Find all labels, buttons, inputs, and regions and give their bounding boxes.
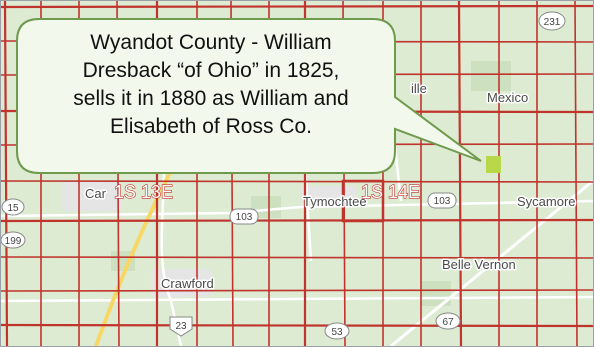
- grid-line-vertical: [457, 1, 463, 346]
- grid-line-horizontal: [1, 256, 593, 259]
- svg-text:53: 53: [331, 327, 343, 338]
- route-shield-103-right: 103: [427, 192, 457, 209]
- svg-text:67: 67: [442, 317, 454, 328]
- township-label-1s-13e: 1S 13E: [114, 182, 173, 202]
- svg-text:103: 103: [434, 196, 451, 207]
- callout-line-3: sells it in 1880 as William and: [73, 87, 349, 110]
- township-label-1s-14e: 1S 14E: [361, 182, 420, 202]
- svg-text:103: 103: [236, 212, 253, 223]
- grid-line-vertical: [3, 1, 9, 346]
- township-outline: [341, 179, 385, 223]
- svg-text:15: 15: [7, 203, 19, 214]
- route-shield-15: 15: [1, 198, 25, 216]
- svg-text:23: 23: [175, 321, 187, 332]
- callout-line-1: Wyandot County - William: [90, 31, 332, 54]
- route-shield-199: 199: [1, 231, 26, 249]
- grid-line-horizontal: [1, 4, 593, 9]
- grid-line-horizontal: [1, 180, 593, 183]
- grid-line-horizontal: [1, 323, 593, 328]
- grid-line-vertical: [574, 1, 578, 346]
- place-label-partial: ille: [411, 81, 427, 96]
- place-label-crawford: Crawford: [161, 276, 214, 291]
- route-shield-23: 23: [169, 316, 193, 337]
- route-shield-231: 231: [538, 11, 566, 31]
- place-label-sycamore: Sycamore: [517, 194, 576, 209]
- svg-text:199: 199: [5, 236, 22, 247]
- callout-bubble: [16, 18, 482, 174]
- grid-line-horizontal: [1, 218, 593, 223]
- svg-text:231: 231: [544, 17, 561, 28]
- diagonal-road: [390, 179, 593, 346]
- place-label-belle-vernon: Belle Vernon: [442, 257, 516, 272]
- callout-line-2: Dresback “of Ohio” in 1825,: [82, 59, 340, 82]
- callout-line-4: Elisabeth of Ross Co.: [110, 115, 312, 138]
- place-label-tymochtee: Tymochtee: [303, 194, 367, 209]
- route-shield-53: 53: [324, 322, 350, 340]
- place-label-carey: Car: [85, 186, 107, 201]
- highlighted-parcel: [486, 156, 501, 173]
- callout-text: Wyandot County - William Dresback “of Oh…: [31, 29, 391, 141]
- place-label-mexico: Mexico: [487, 90, 528, 105]
- grid-line-horizontal: [1, 289, 593, 292]
- route-shield-103-left: 103: [229, 208, 259, 225]
- route-shield-67: 67: [435, 312, 461, 330]
